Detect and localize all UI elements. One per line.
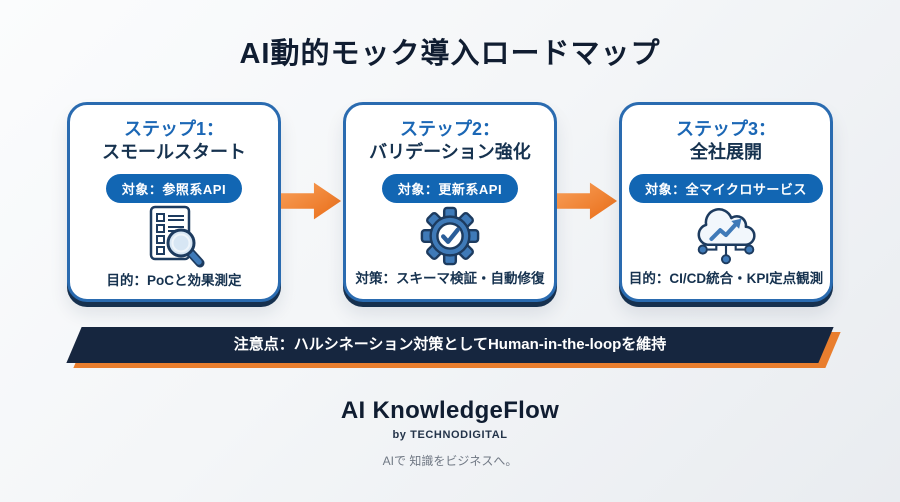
step-1-name: スモールスタート xyxy=(102,142,246,163)
step-card-1: ステップ1： スモールスタート 対象：参照系API xyxy=(67,102,281,302)
step-3-name: 全社展開 xyxy=(689,142,762,163)
page-title: AI動的モック導入ロードマップ xyxy=(239,38,661,70)
gear-check-icon xyxy=(419,205,481,267)
step-2-title: ステップ2： バリデーション強化 xyxy=(369,118,531,165)
step-3-detail: 目的：CI/CD統合・KPI定点観測 xyxy=(628,270,824,286)
step-2-name: バリデーション強化 xyxy=(369,142,531,163)
step-1-title: ステップ1： スモールスタート xyxy=(102,118,246,165)
step-2-detail: 対策：スキーマ検証・自動修復 xyxy=(355,270,545,286)
steps-row: ステップ1： スモールスタート 対象：参照系API xyxy=(0,102,900,302)
step-1-target-badge: 対象：参照系API xyxy=(105,173,243,203)
step-3-label: ステップ3： xyxy=(675,119,776,139)
step-2-target-badge: 対象：更新系API xyxy=(381,173,519,203)
step-3-title: ステップ3： 全社展開 xyxy=(676,118,776,165)
flow-arrow-icon xyxy=(557,178,619,229)
brand-byline: by TECHNODIGITAL xyxy=(392,429,508,441)
brand-tagline: AIで 知識をビジネスへ。 xyxy=(382,454,518,468)
brand-logo: AI KnowledgeFlow xyxy=(340,397,560,424)
step-2-label: ステップ2： xyxy=(399,119,500,139)
document-search-icon xyxy=(139,205,209,269)
cloud-growth-icon xyxy=(689,205,763,267)
caution-banner: 注意点：ハルシネーション対策としてHuman-in-the-loopを維持 xyxy=(66,327,841,368)
flow-arrow-icon xyxy=(281,178,343,229)
step-card-2: ステップ2： バリデーション強化 対象：更新系API 対策：スキーマ xyxy=(343,102,557,302)
step-1-detail: 目的：PoCと効果測定 xyxy=(106,272,242,288)
caution-text: 注意点：ハルシネーション対策としてHuman-in-the-loopを維持 xyxy=(233,336,667,353)
step-1-label: ステップ1： xyxy=(123,119,224,139)
step-card-3: ステップ3： 全社展開 対象：全マイクロサービス xyxy=(619,102,833,302)
step-3-target-badge: 対象：全マイクロサービス xyxy=(629,173,823,203)
footer-brand: AI KnowledgeFlow by TECHNODIGITAL AIで 知識… xyxy=(0,397,900,469)
